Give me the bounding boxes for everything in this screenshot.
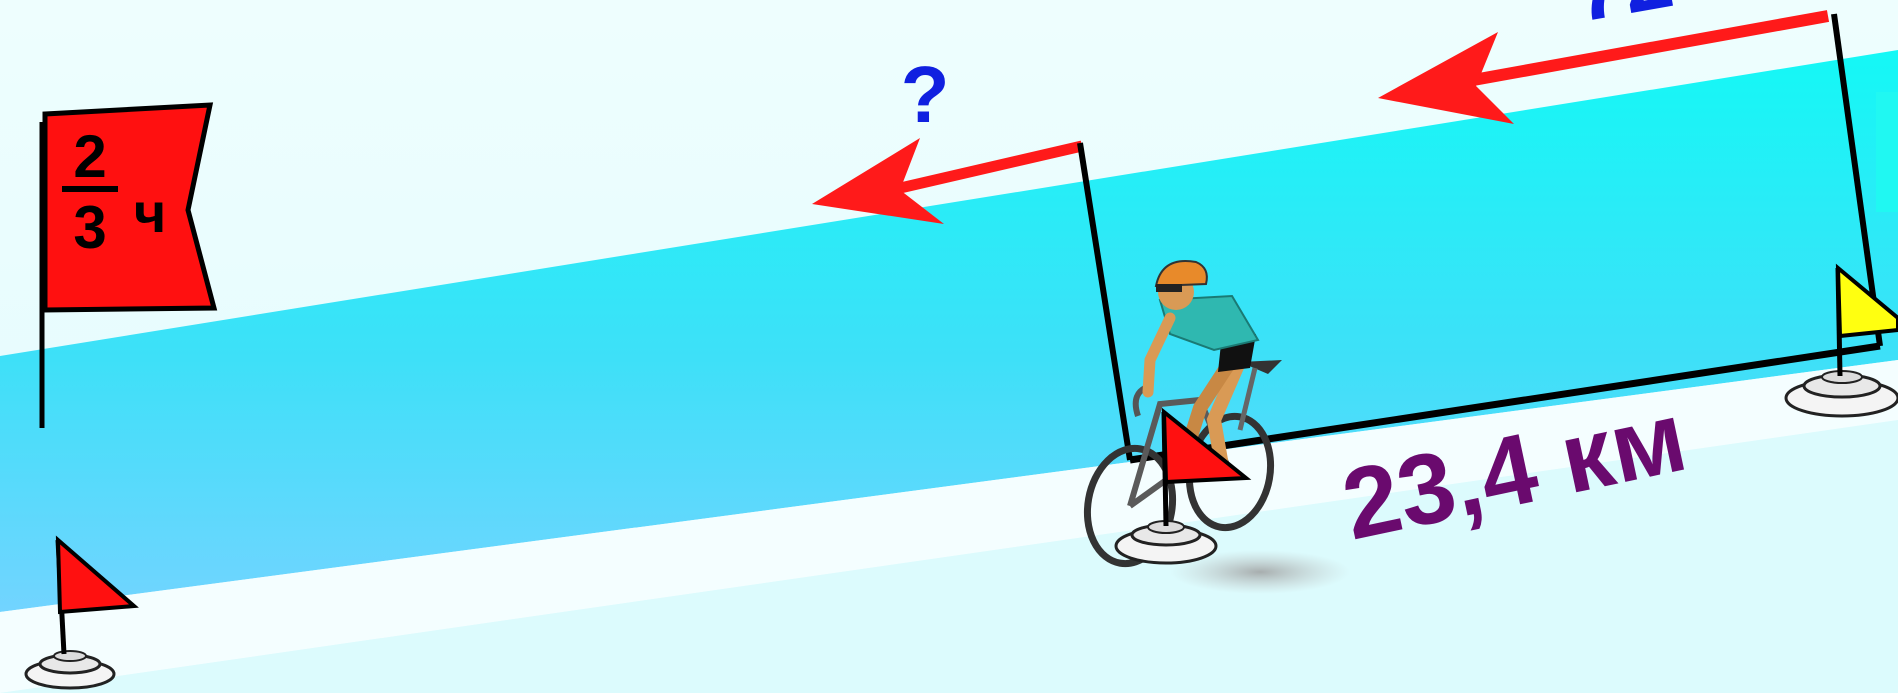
right-edge-fragment	[1876, 92, 1898, 212]
question-label: ?	[901, 50, 950, 139]
time-numerator: 2	[73, 123, 106, 190]
time-denominator: 3	[73, 194, 106, 261]
time-unit: ч	[134, 181, 167, 244]
